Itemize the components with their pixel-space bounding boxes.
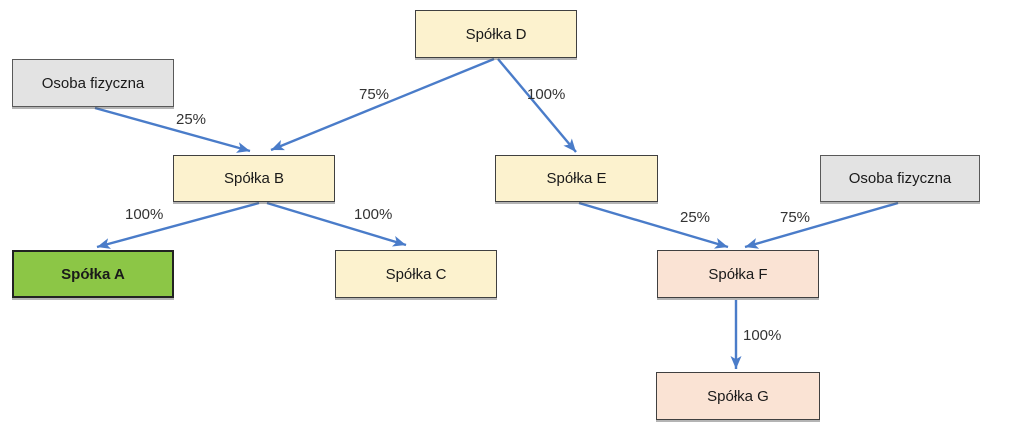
edge-spolkaD-spolkaB — [270, 57, 495, 152]
edge-label-25-osoba1: 25% — [176, 111, 207, 128]
edge-label-100-spolkaA: 100% — [125, 206, 164, 223]
edge-spolkaD-spolkaE — [497, 58, 577, 153]
edge-osoba1-spolkaB — [94, 106, 251, 153]
edge-label-25-spolkaF: 25% — [680, 209, 711, 226]
edge-spolkaB-spolkaA — [96, 201, 260, 249]
edge-label-75-spolkaD: 75% — [359, 86, 390, 103]
node-osoba-fizyczna-2: Osoba fizyczna — [820, 155, 980, 202]
node-spolka-g: Spółka G — [656, 372, 820, 420]
node-spolka-c: Spółka C — [335, 250, 497, 298]
node-osoba-fizyczna-1: Osoba fizyczna — [12, 59, 174, 107]
node-spolka-a: Spółka A — [12, 250, 174, 298]
node-spolka-e: Spółka E — [495, 155, 658, 202]
edge-label-75-spolkaF: 75% — [780, 209, 811, 226]
node-spolka-d: Spółka D — [415, 10, 577, 58]
node-spolka-f: Spółka F — [657, 250, 819, 298]
node-spolka-b: Spółka B — [173, 155, 335, 202]
edge-osoba2-spolkaF — [744, 201, 899, 249]
edge-label-100-spolkaC: 100% — [354, 206, 393, 223]
edge-label-100-spolkaG: 100% — [743, 327, 782, 344]
edge-label-100-spolkaE: 100% — [527, 86, 566, 103]
